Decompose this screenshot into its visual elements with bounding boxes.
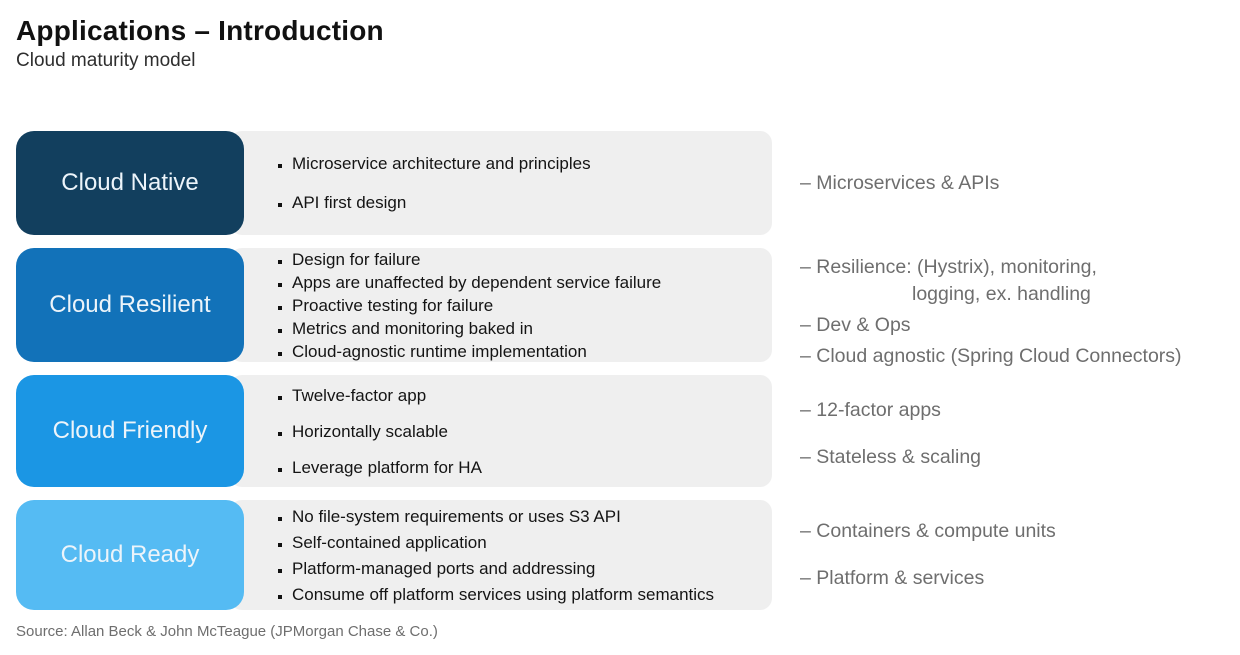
bullet-panel: Design for failure Apps are unaffected b… [230, 248, 772, 362]
annotation-continuation: logging, ex. handling [912, 283, 1091, 305]
maturity-label-box: Cloud Ready [16, 500, 244, 610]
bullet-panel: Twelve-factor app Horizontally scalable … [230, 375, 772, 487]
bullet-item: Consume off platform services using plat… [292, 583, 764, 606]
maturity-label: Cloud Resilient [49, 291, 211, 318]
annotation: – Cloud agnostic (Spring Cloud Connector… [800, 345, 1182, 367]
bullet-item: Platform-managed ports and addressing [292, 557, 764, 580]
bullet-item: API first design [292, 191, 764, 214]
bullet-list: Microservice architecture and principles… [230, 152, 772, 214]
maturity-label: Cloud Ready [60, 541, 200, 568]
page-title: Applications – Introduction [16, 15, 384, 46]
bullet-item: Twelve-factor app [292, 384, 764, 407]
bullet-item: Cloud-agnostic runtime implementation [292, 340, 764, 363]
bullet-panel: No file-system requirements or uses S3 A… [230, 500, 772, 610]
bullet-item: Leverage platform for HA [292, 456, 764, 479]
annotation: – Platform & services [800, 567, 985, 589]
maturity-label: Cloud Native [61, 169, 199, 196]
maturity-row-cloud-ready: Cloud Ready No file-system requirements … [16, 500, 1240, 610]
maturity-label-box: Cloud Resilient [16, 248, 244, 362]
page-subtitle: Cloud maturity model [16, 50, 196, 71]
maturity-row-cloud-resilient: Cloud Resilient Design for failure Apps … [16, 248, 1240, 367]
bullet-item: Microservice architecture and principles [292, 152, 764, 175]
bullet-item: Proactive testing for failure [292, 294, 764, 317]
maturity-label-box: Cloud Native [16, 131, 244, 235]
bullet-item: Design for failure [292, 248, 764, 271]
annotation: – Microservices & APIs [800, 171, 1000, 194]
bullet-item: Apps are unaffected by dependent service… [292, 271, 764, 294]
annotation-column: – Microservices & APIs [790, 131, 1240, 235]
annotation-column: – Resilience: (Hystrix), monitoring, log… [790, 248, 1240, 367]
bullet-item: No file-system requirements or uses S3 A… [292, 505, 764, 528]
maturity-label: Cloud Friendly [52, 417, 208, 444]
bullet-item: Metrics and monitoring baked in [292, 317, 764, 340]
annotation: – Containers & compute units [800, 520, 1056, 542]
source-attribution: Source: Allan Beck & John McTeague (JPMo… [16, 623, 438, 640]
maturity-label-box: Cloud Friendly [16, 375, 244, 487]
annotation: – Stateless & scaling [800, 446, 982, 468]
bullet-list: Design for failure Apps are unaffected b… [230, 248, 772, 363]
maturity-model: Cloud Native Microservice architecture a… [16, 131, 1240, 610]
annotation: – 12-factor apps [800, 399, 941, 421]
bullet-item: Horizontally scalable [292, 420, 764, 443]
annotation-column: – 12-factor apps – Stateless & scaling [790, 375, 1240, 487]
annotation: – Dev & Ops [800, 314, 911, 336]
annotation: – Resilience: (Hystrix), monitoring, [800, 256, 1097, 278]
maturity-row-cloud-friendly: Cloud Friendly Twelve-factor app Horizon… [16, 375, 1240, 487]
annotation-column: – Containers & compute units – Platform … [790, 500, 1240, 610]
bullet-panel: Microservice architecture and principles… [230, 131, 772, 235]
maturity-row-cloud-native: Cloud Native Microservice architecture a… [16, 131, 1240, 235]
bullet-item: Self-contained application [292, 531, 764, 554]
bullet-list: Twelve-factor app Horizontally scalable … [230, 384, 772, 479]
bullet-list: No file-system requirements or uses S3 A… [230, 505, 772, 606]
